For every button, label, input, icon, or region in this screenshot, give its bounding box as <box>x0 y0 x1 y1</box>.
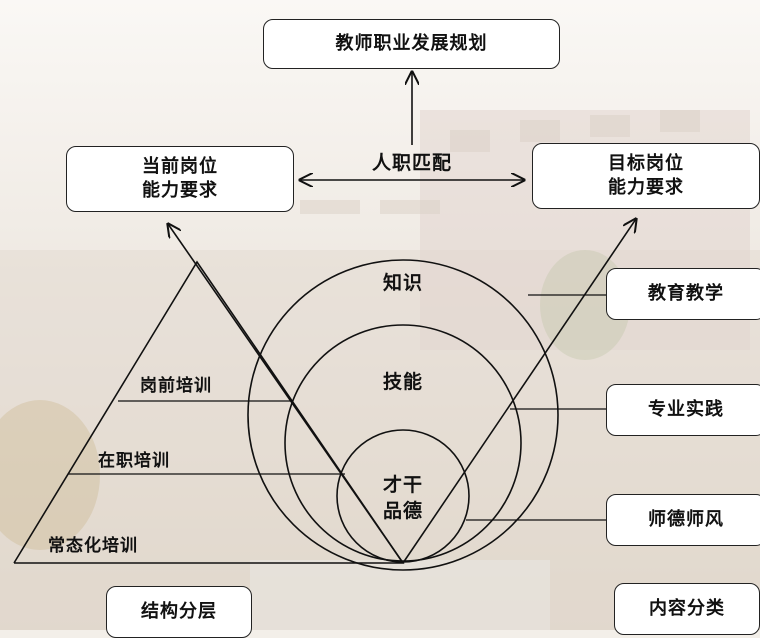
match-label: 人职匹配 <box>372 152 453 174</box>
regular-training-label: 常态化培训 <box>48 536 138 556</box>
talent-label: 才干 品德 <box>383 474 424 522</box>
arrow-to-current <box>168 224 404 564</box>
career-plan-box: 教师职业发展规划 <box>263 19 560 69</box>
knowledge-label: 知识 <box>383 272 424 294</box>
target-position-box: 目标岗位 能力要求 <box>532 143 760 209</box>
content-box: 内容分类 <box>614 583 760 635</box>
practice-box: 专业实践 <box>606 384 760 436</box>
structure-box: 结构分层 <box>106 586 252 638</box>
current-position-box: 当前岗位 能力要求 <box>66 146 294 212</box>
on-job-training-label: 在职培训 <box>98 451 170 471</box>
knowledge-circle <box>247 259 559 571</box>
arrow-to-target <box>402 219 636 564</box>
pre-job-training-label: 岗前培训 <box>140 376 212 396</box>
teaching-box: 教育教学 <box>606 268 760 320</box>
training-triangle <box>13 260 405 564</box>
skill-label: 技能 <box>383 371 424 393</box>
skill-circle <box>284 324 522 562</box>
ethics-box: 师德师风 <box>606 494 760 546</box>
